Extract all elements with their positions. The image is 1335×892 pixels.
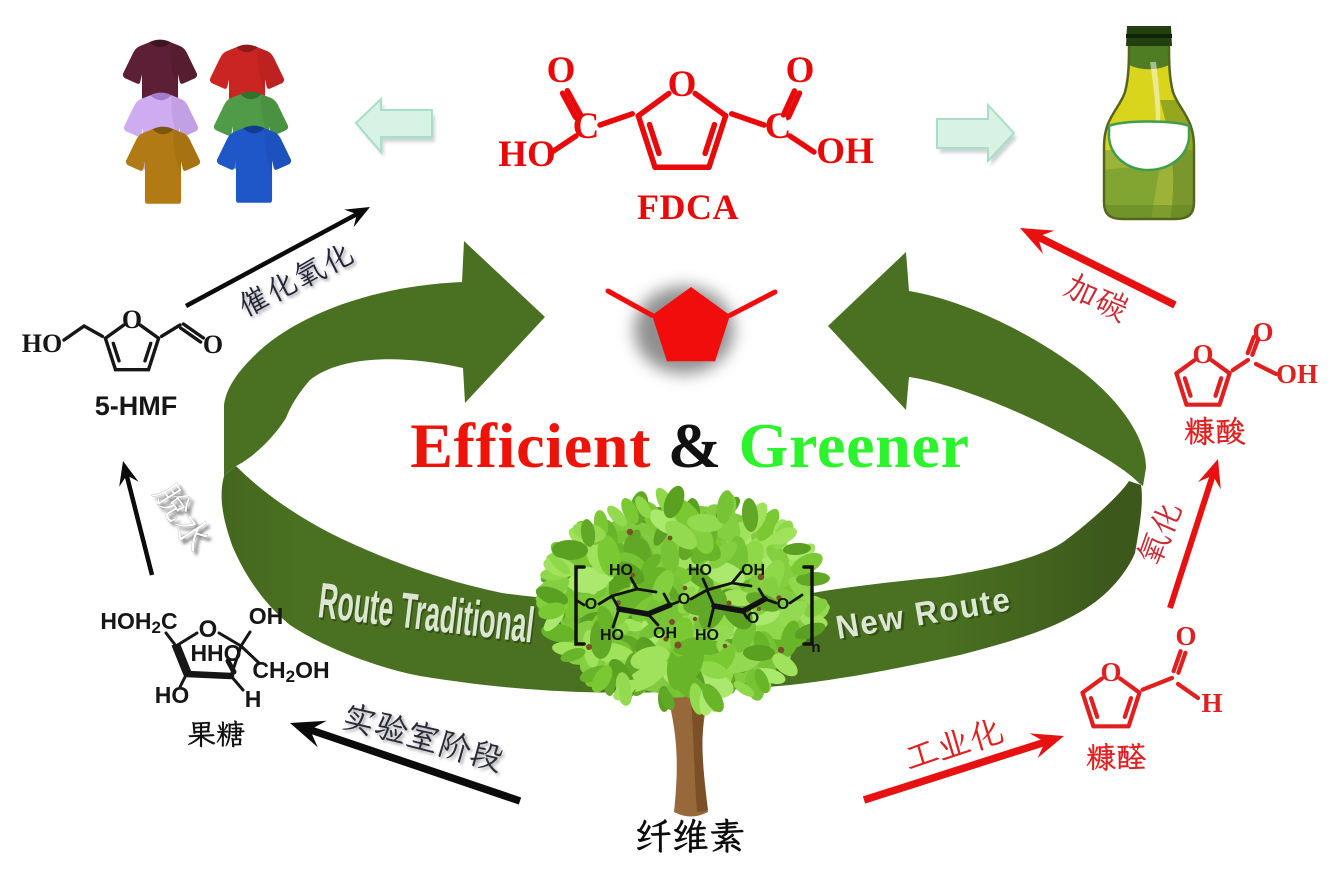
svg-text:O: O [203,330,223,359]
svg-text:HO: HO [695,627,719,644]
svg-text:O: O [678,591,690,608]
svg-text:OH: OH [653,625,677,642]
svg-text:H: H [1201,688,1222,718]
svg-text:HOH2C: HOH2C [100,608,177,637]
svg-text:OH: OH [816,131,874,172]
svg-text:5-HMF: 5-HMF [95,391,178,421]
svg-text:O: O [786,50,815,91]
svg-text:H: H [245,686,262,712]
svg-text:HO: HO [22,329,62,358]
svg-text:O: O [747,610,759,627]
svg-text:n: n [811,639,820,656]
svg-text:O: O [668,64,697,105]
svg-text:HO: HO [609,562,633,579]
svg-text:O: O [777,596,789,613]
svg-text:O: O [122,305,142,334]
svg-text:OH: OH [1276,359,1318,389]
svg-text:O: O [1252,317,1273,347]
svg-text:Efficient & Greener: Efficient & Greener [410,410,969,481]
svg-text:O: O [199,616,218,643]
svg-text:O: O [1192,339,1213,369]
svg-text:HHO: HHO [190,640,241,666]
svg-text:C: C [765,106,792,147]
svg-text:C: C [573,106,600,147]
svg-text:FDCA: FDCA [637,187,739,227]
svg-text:HO: HO [688,562,712,579]
svg-text:O: O [585,596,597,613]
svg-text:OH: OH [741,562,765,579]
svg-text:O: O [1100,657,1121,687]
svg-text:OH: OH [249,603,284,629]
svg-text:O: O [547,50,576,91]
svg-text:HO: HO [600,627,624,644]
svg-text:O: O [1175,621,1196,651]
svg-text:HO: HO [155,682,190,708]
svg-text:HO: HO [498,134,556,175]
